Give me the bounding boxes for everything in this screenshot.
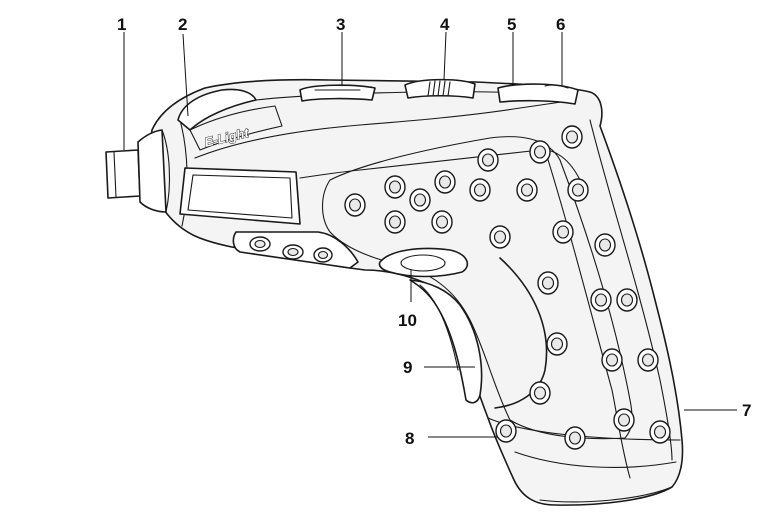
grip-dot-center bbox=[598, 238, 612, 252]
grip-dot-center bbox=[493, 230, 507, 244]
cluster-buttons bbox=[249, 236, 333, 263]
brand-panel bbox=[189, 105, 283, 151]
callout-10: 10 bbox=[398, 311, 417, 330]
grip-dot-center bbox=[541, 276, 555, 290]
grip-dot-center bbox=[605, 353, 619, 367]
callout-9: 9 bbox=[403, 358, 412, 377]
grip-dot-center bbox=[438, 175, 452, 189]
chuck bbox=[137, 129, 167, 213]
rear-cap bbox=[497, 83, 579, 105]
grip-dot-center bbox=[641, 353, 655, 367]
grip-dot-center bbox=[556, 225, 570, 239]
torque-selector bbox=[404, 78, 476, 99]
base-bottom bbox=[539, 486, 673, 503]
led-lamp bbox=[177, 88, 257, 131]
bit-holder bbox=[105, 149, 141, 199]
callout-6: 6 bbox=[556, 15, 565, 34]
callout-4: 4 bbox=[440, 15, 450, 34]
grip-dot-center bbox=[348, 198, 362, 212]
leader-2 bbox=[182, 33, 189, 117]
grip-dot-center bbox=[568, 431, 582, 445]
callout-7: 7 bbox=[742, 401, 751, 420]
grip-dot-center bbox=[533, 386, 547, 400]
grip-dot-center bbox=[653, 425, 667, 439]
grip-dot-center bbox=[481, 153, 495, 167]
rear-cap-detail bbox=[544, 84, 569, 89]
grip-dot-center bbox=[617, 413, 631, 427]
grip-dot-center bbox=[594, 293, 608, 307]
grip-dot-center bbox=[435, 215, 449, 229]
grip-dot-center bbox=[565, 130, 579, 144]
grip-dot-center bbox=[520, 183, 534, 197]
battery-base-line bbox=[514, 451, 677, 468]
grip-dot-center bbox=[413, 193, 427, 207]
grip-dot-center bbox=[571, 183, 585, 197]
callout-labels: 1 2 3 4 5 6 7 8 9 10 bbox=[117, 15, 751, 448]
grip-dots bbox=[344, 125, 671, 450]
grip-dot-center bbox=[388, 215, 402, 229]
tool-body: E-Light bbox=[105, 78, 684, 506]
nose-cap-line bbox=[161, 129, 171, 213]
callout-8: 8 bbox=[405, 429, 414, 448]
leader-4 bbox=[443, 31, 447, 81]
callout-1: 1 bbox=[117, 15, 126, 34]
callout-2: 2 bbox=[178, 15, 187, 34]
grip-dot-center bbox=[473, 183, 487, 197]
grip-dot-center bbox=[550, 337, 564, 351]
grip-dot-center bbox=[499, 424, 513, 438]
bit-holder-edge bbox=[113, 151, 117, 198]
direction-switch bbox=[299, 84, 376, 102]
upper-groove bbox=[194, 99, 576, 159]
finger-loop-inner bbox=[419, 284, 459, 371]
torque-ridges bbox=[427, 80, 451, 97]
grip-dot-center bbox=[533, 145, 547, 159]
display-inner bbox=[187, 174, 293, 219]
handle-curve bbox=[494, 257, 548, 409]
callout-leaders bbox=[123, 31, 737, 438]
side-panel-edge bbox=[299, 149, 581, 181]
callout-3: 3 bbox=[336, 15, 345, 34]
grip-dot-center bbox=[620, 293, 634, 307]
display-window bbox=[179, 167, 301, 225]
trigger-face bbox=[400, 254, 446, 272]
callout-5: 5 bbox=[507, 15, 516, 34]
grip-dot-center bbox=[388, 180, 402, 194]
